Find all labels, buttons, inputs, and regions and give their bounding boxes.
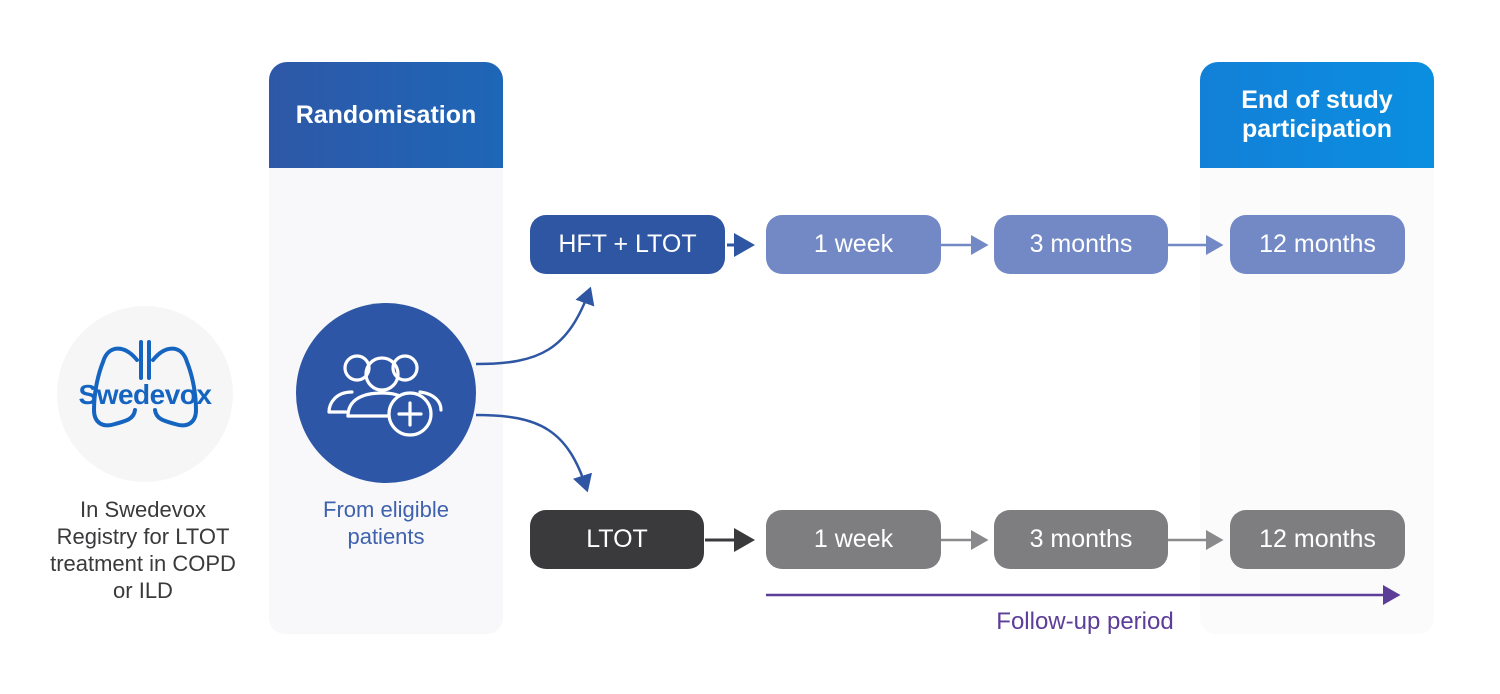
randomisation-header-label: Randomisation <box>295 100 477 129</box>
registry-caption-line: Registry for LTOT <box>56 524 230 549</box>
arm1-visit-box: 12 months <box>1230 215 1405 274</box>
registry-caption-line: In Swedevox <box>80 497 206 522</box>
arm2-visit-label: 12 months <box>1259 525 1376 553</box>
eligible-caption: From eligible patients <box>291 496 481 550</box>
follow-up-label: Follow-up period <box>996 608 1174 635</box>
arm2-treatment-label: LTOT <box>586 525 648 553</box>
arm2-visit-box: 1 week <box>766 510 941 569</box>
arm2-visit-label: 1 week <box>813 525 894 553</box>
eligible-caption-line: From eligible <box>323 497 449 522</box>
arm2-visit-box: 3 months <box>994 510 1168 569</box>
arm1-treatment-label: HFT + LTOT <box>558 230 697 258</box>
arm2-treatment-box: LTOT <box>530 510 704 569</box>
arm1-visit-box: 3 months <box>994 215 1168 274</box>
eligible-caption-line: patients <box>347 524 425 549</box>
end-of-study-header-line2: participation <box>1241 115 1392 143</box>
end-of-study-header: End of study participation <box>1200 62 1434 168</box>
registry-caption-line: treatment in COPD <box>50 551 236 576</box>
arm2-visit-label: 3 months <box>1029 525 1133 553</box>
swedevox-logo-text: Swedevox <box>79 379 213 410</box>
end-of-study-header-line1: End of study <box>1241 86 1393 114</box>
arm1-visit-box: 1 week <box>766 215 941 274</box>
arm1-visit-label: 3 months <box>1029 230 1133 258</box>
randomisation-header: Randomisation <box>269 62 503 168</box>
arm2-visit-box: 12 months <box>1230 510 1405 569</box>
branch-arrow-ltot <box>475 413 592 493</box>
registry-caption-line: or ILD <box>113 578 173 603</box>
registry-caption: In Swedevox Registry for LTOT treatment … <box>28 496 258 604</box>
arm1-visit-label: 1 week <box>813 230 894 258</box>
arm1-treatment-box: HFT + LTOT <box>530 215 725 274</box>
arm1-visit-label: 12 months <box>1259 230 1376 258</box>
branch-arrow-hft <box>475 286 595 366</box>
registry-logo-badge <box>57 306 233 482</box>
